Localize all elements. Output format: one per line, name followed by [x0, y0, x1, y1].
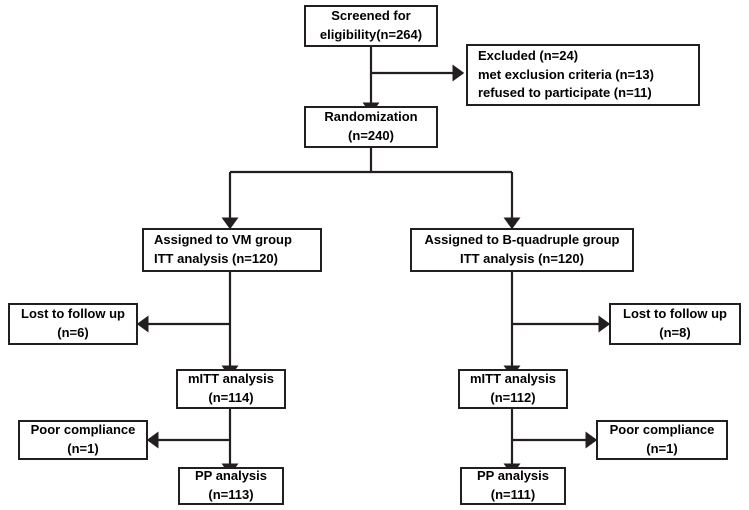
node-line: mITT analysis	[188, 371, 274, 387]
node-line: Screened for	[331, 8, 411, 24]
node-poor-compliance-right: Poor compliance (n=1)	[596, 420, 728, 460]
node-line: ITT analysis (n=120)	[460, 251, 584, 266]
node-line: PP analysis	[194, 468, 268, 484]
node-line: Assigned to VM group	[154, 232, 292, 248]
node-line: (n=111)	[490, 487, 536, 502]
node-line: Lost to follow up	[623, 306, 727, 322]
node-line: (n=113)	[208, 487, 254, 502]
node-mitt-analysis-left: mITT analysis (n=114)	[176, 369, 286, 409]
node-screened-for-eligibility: Screened for eligibility(n=264)	[304, 5, 438, 47]
node-line: Poor compliance	[609, 422, 715, 438]
node-line: (n=112)	[490, 390, 536, 405]
node-line: (n=8)	[659, 325, 691, 340]
node-line: Randomization	[324, 109, 418, 125]
node-line: mITT analysis	[470, 371, 556, 387]
node-line: Lost to follow up	[21, 306, 125, 322]
node-line: PP analysis	[476, 468, 550, 484]
node-excluded: Excluded (n=24) met exclusion criteria (…	[466, 44, 700, 106]
node-line: (n=114)	[208, 390, 254, 405]
node-line: eligibility(n=264)	[319, 27, 423, 42]
node-line: refused to participate (n=11)	[478, 85, 652, 101]
node-line: Assigned to B-quadruple group	[424, 232, 620, 248]
node-pp-analysis-left: PP analysis (n=113)	[178, 467, 284, 505]
node-poor-compliance-left: Poor compliance (n=1)	[18, 420, 148, 460]
node-line: (n=240)	[348, 128, 394, 143]
node-line: (n=1)	[67, 441, 99, 456]
node-line: (n=1)	[646, 441, 678, 456]
node-lost-to-follow-up-left: Lost to follow up (n=6)	[8, 303, 138, 345]
node-line: ITT analysis (n=120)	[154, 251, 278, 266]
node-line: Excluded (n=24)	[478, 47, 579, 63]
node-lost-to-follow-up-right: Lost to follow up (n=8)	[609, 303, 741, 345]
node-line: (n=6)	[57, 325, 89, 340]
node-assigned-b-quadruple-group: Assigned to B-quadruple group ITT analys…	[410, 228, 634, 272]
node-randomization: Randomization (n=240)	[304, 106, 438, 148]
node-line: Poor compliance	[30, 422, 136, 438]
node-pp-analysis-right: PP analysis (n=111)	[460, 467, 566, 505]
node-mitt-analysis-right: mITT analysis (n=112)	[458, 369, 568, 409]
node-line: met exclusion criteria (n=13)	[478, 66, 654, 82]
node-assigned-vm-group: Assigned to VM group ITT analysis (n=120…	[142, 228, 322, 272]
